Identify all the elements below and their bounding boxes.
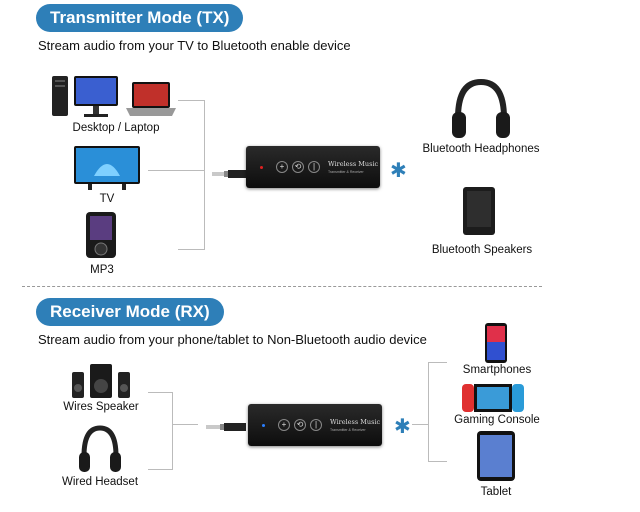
tx-minus-button: | [308,161,320,173]
source-gaming-console-label: Gaming Console [454,414,540,426]
source-desktop-laptop-label: Desktop / Laptop [72,122,160,134]
bluetooth-icon: ✱ [394,416,411,438]
tx-adapter-subbrand: Transmitter & Receiver [328,170,364,174]
wired-speaker-icon [70,364,132,405]
tx-mode-title: Transmitter Mode (TX) [36,4,244,32]
rx-play-button: ⟲ [294,419,306,431]
tx-adapter-device: + ⟲ | Wireless Music Transmitter & Recei… [246,146,380,188]
rx-mode-title: Receiver Mode (RX) [36,298,224,326]
tx-plus-button: + [276,161,288,173]
desktop-laptop-icon [50,74,176,125]
tablet-icon [476,430,516,487]
rx-output-connector [172,424,198,425]
gaming-console-icon [462,384,524,417]
output-bluetooth-speakers-label: Bluetooth Speakers [431,244,533,256]
bluetooth-icon: ✱ [390,160,407,182]
rx-adapter-device: + ⟲ | Wireless Music Transmitter & Recei… [248,404,382,446]
output-bluetooth-headphones-label: Bluetooth Headphones [422,143,540,155]
tv-icon [74,146,140,197]
bluetooth-headphones-icon [448,78,514,147]
rx-output-bracket [148,392,173,470]
mp3-player-icon [84,212,118,263]
source-mp3-label: MP3 [90,264,114,276]
tx-source-bracket [178,100,205,250]
section-divider [22,286,542,287]
rx-minus-button: | [310,419,322,431]
aux-cable-icon [212,166,246,184]
tx-status-led [260,166,263,169]
rx-source-bracket [428,362,447,462]
tx-play-button: ⟲ [292,161,304,173]
rx-adapter-brand: Wireless Music [330,418,381,426]
tx-tv-connector [148,170,204,171]
rx-subtitle: Stream audio from your phone/tablet to N… [38,332,427,347]
smartphone-icon [484,322,508,369]
bluetooth-speaker-icon [462,186,496,241]
output-wired-headset-label: Wired Headset [61,476,139,488]
rx-plus-button: + [278,419,290,431]
tx-adapter-brand: Wireless Music [328,160,379,168]
rx-adapter-subbrand: Transmitter & Receiver [330,428,366,432]
tx-subtitle: Stream audio from your TV to Bluetooth e… [38,38,351,53]
source-tablet-label: Tablet [480,486,512,498]
aux-cable-icon [206,419,246,437]
rx-source-connector [412,424,428,425]
source-tv-label: TV [99,193,115,205]
rx-status-led [262,424,265,427]
wired-headset-icon [76,424,124,479]
output-wires-speaker-label: Wires Speaker [63,401,139,413]
source-smartphones-label: Smartphones [462,364,532,376]
